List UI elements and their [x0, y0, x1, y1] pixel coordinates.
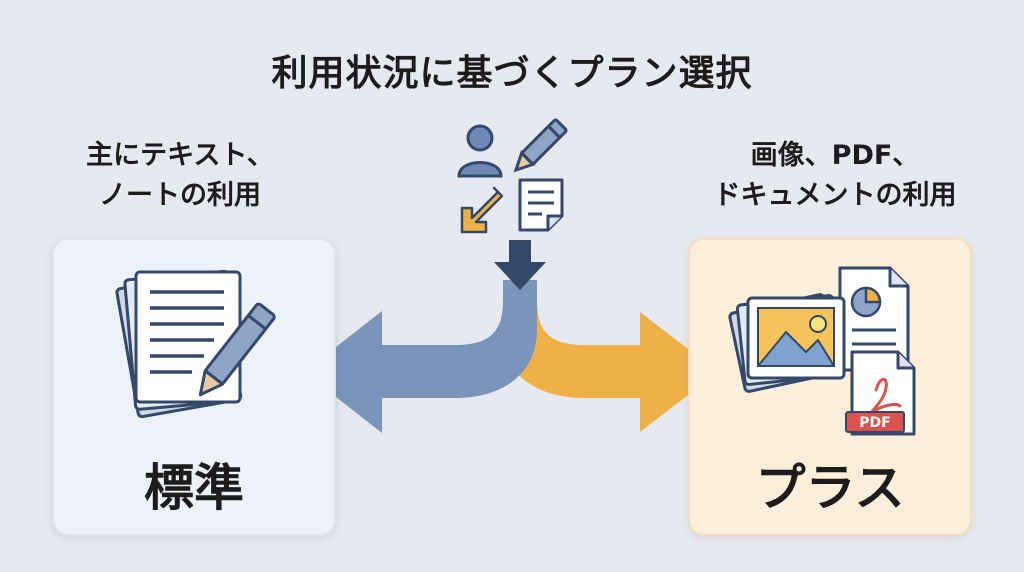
note-icon: [518, 178, 564, 232]
standard-usage-line-2: ノートの利用: [99, 180, 261, 211]
standard-usage-line-1: 主にテキスト、: [86, 140, 274, 171]
plus-usage-description: 画像、PDF、 ドキュメントの利用: [660, 136, 1010, 216]
plus-plan-name: プラス: [755, 459, 905, 517]
plus-usage-line-1: 画像、PDF、: [750, 140, 920, 171]
image-icon: [728, 293, 846, 393]
document-with-pen-icon: [115, 269, 276, 419]
pen-icon: [513, 118, 568, 173]
pdf-document-icon: PDF: [845, 350, 916, 436]
plus-arrow: [503, 280, 718, 432]
standard-arrow: [304, 280, 537, 433]
plus-usage-line-2: ドキュメントの利用: [713, 180, 957, 211]
down-arrow-icon: [494, 240, 546, 290]
page-title: 利用状況に基づくプラン選択: [271, 53, 753, 94]
user-icon: [457, 124, 503, 178]
standard-plan-name: 標準: [144, 459, 244, 517]
plus-plan-card[interactable]: PDF プラス: [688, 238, 972, 536]
pdf-badge-label: PDF: [859, 415, 890, 431]
standard-plan-card[interactable]: 標準: [52, 238, 336, 536]
download-arrow-icon: [460, 186, 504, 234]
image-pdf-document-stack-icon: PDF: [728, 266, 916, 436]
standard-usage-description: 主にテキスト、 ノートの利用: [30, 136, 330, 216]
